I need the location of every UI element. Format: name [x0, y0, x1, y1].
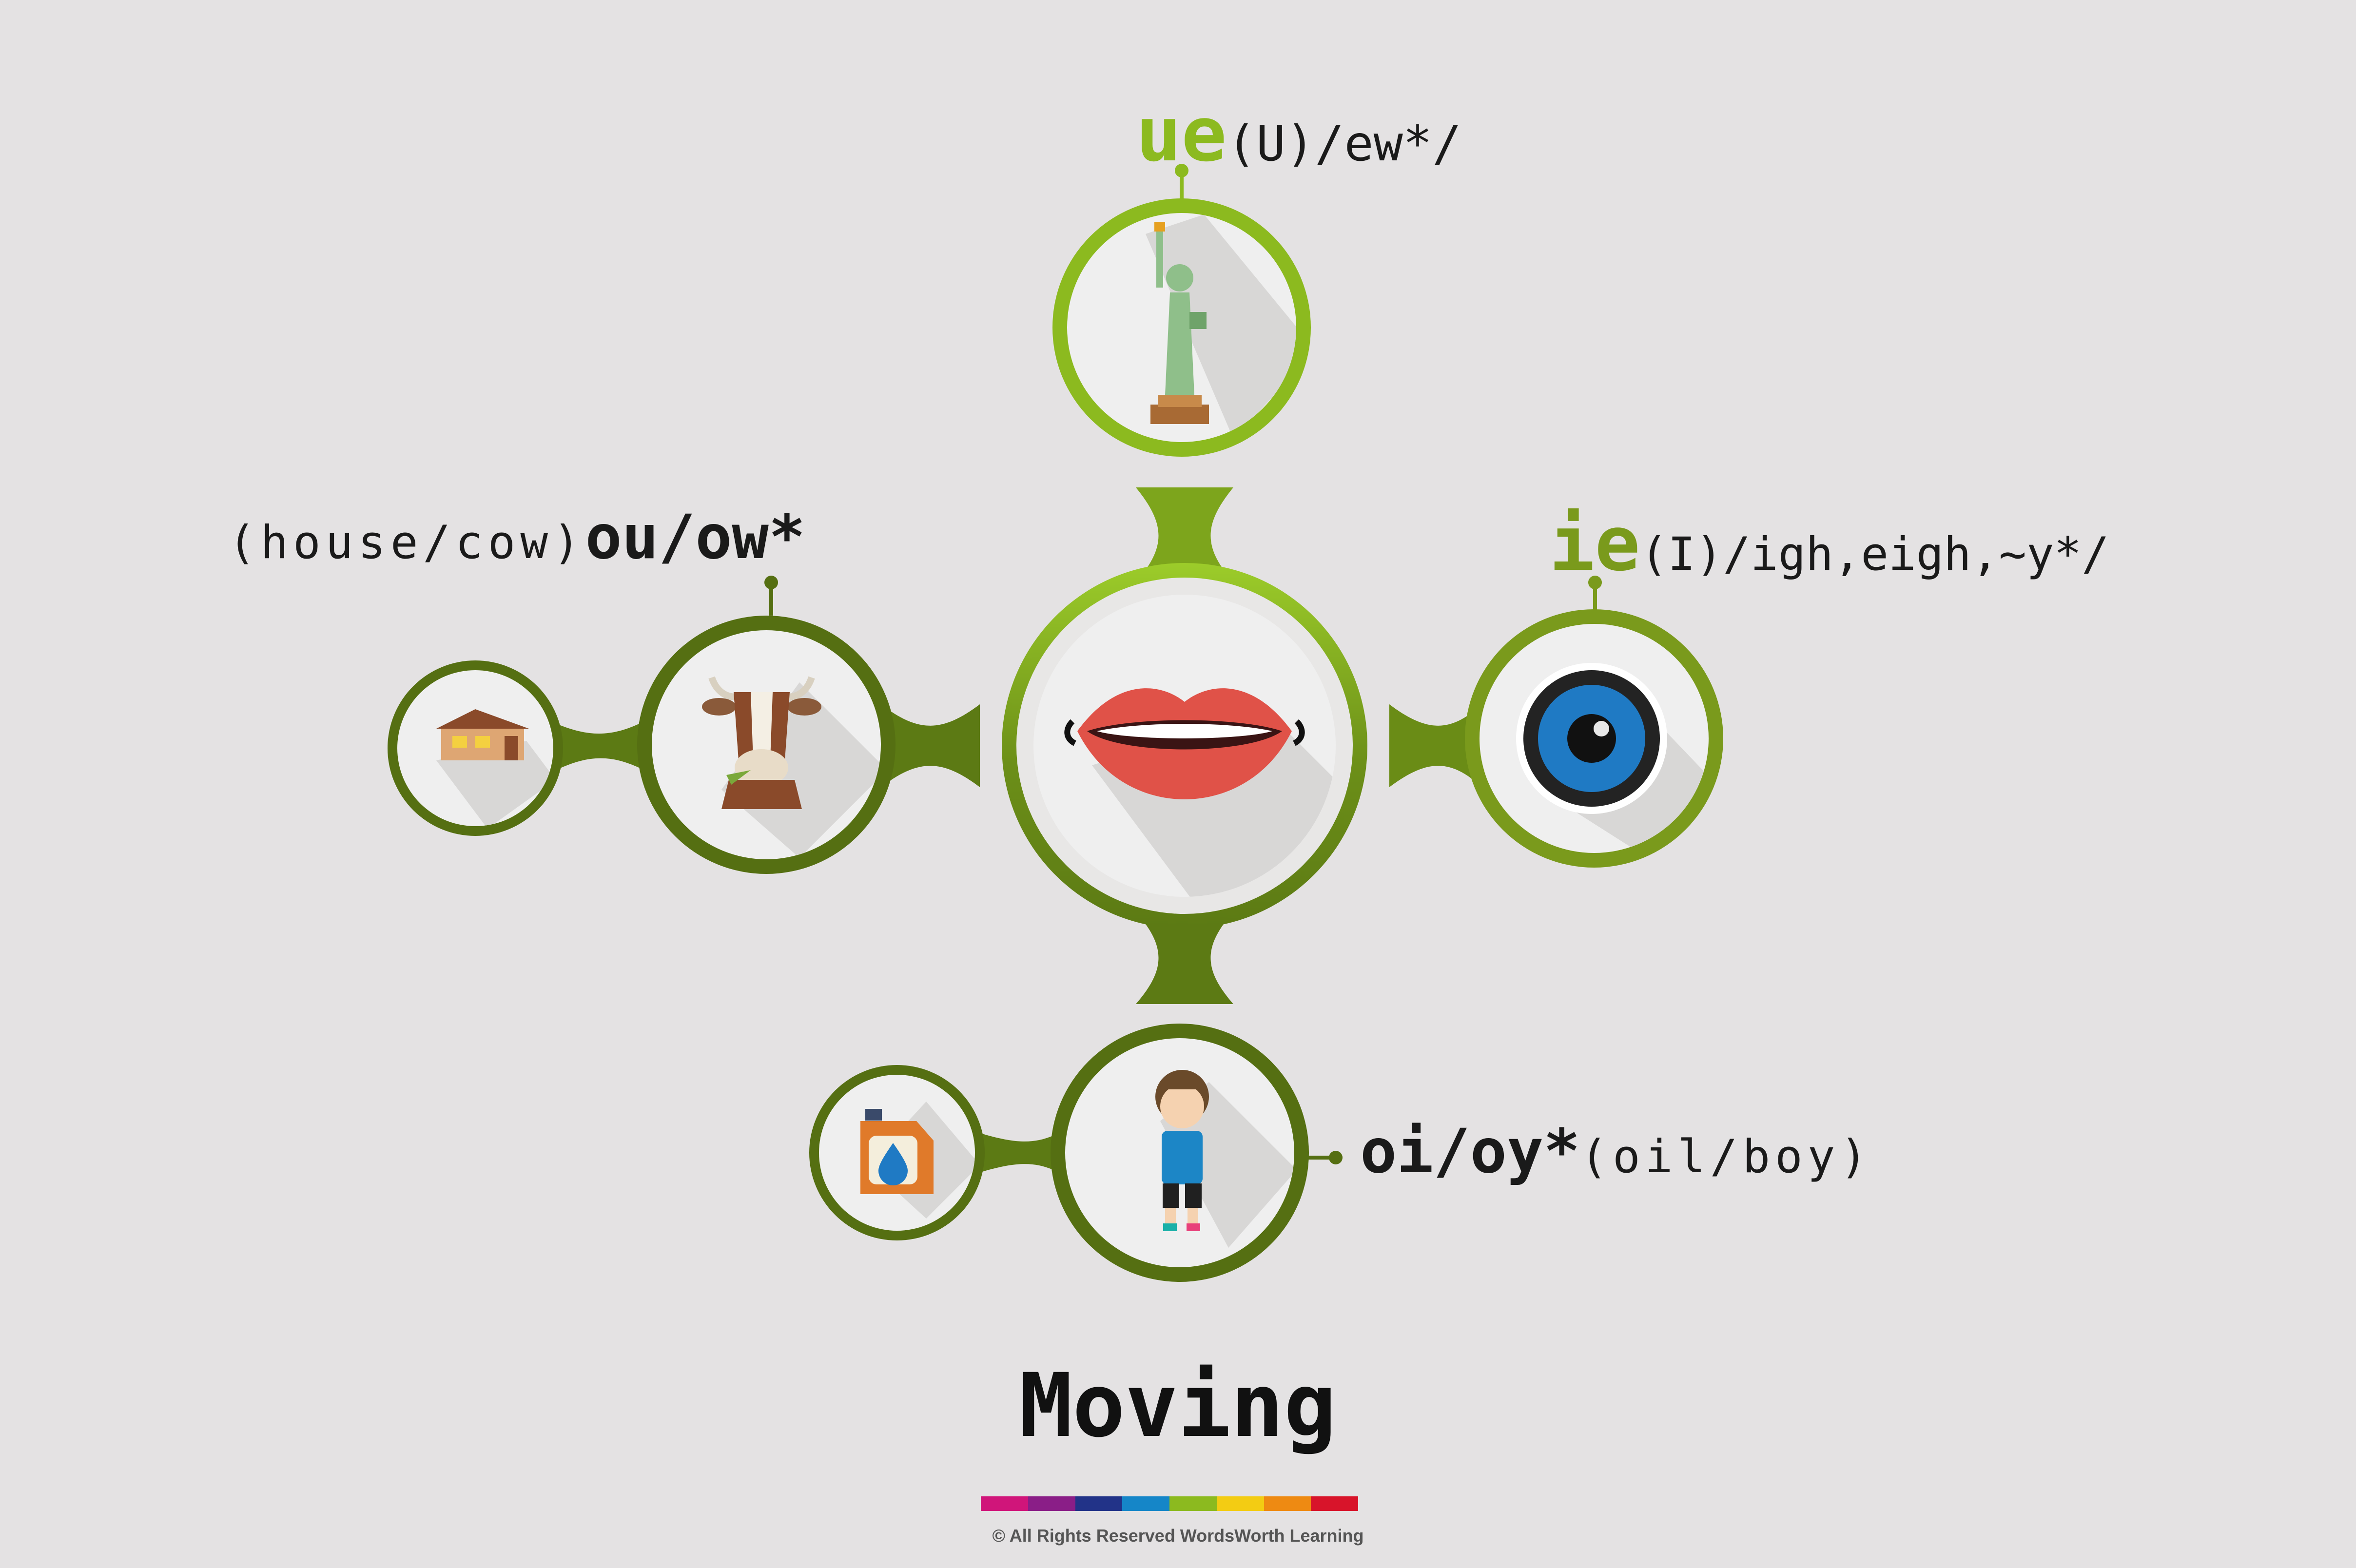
color-bar-segment — [981, 1496, 1028, 1511]
label-ou: (house/cow)ou/ow* — [228, 502, 805, 573]
color-bar-segment — [1075, 1496, 1123, 1511]
label-ie: ie(I)/igh,eigh,~y*/ — [1549, 500, 2109, 588]
bottom-inner-node — [1051, 1024, 1343, 1282]
label-oi: oi/oy*(oil/boy) — [1360, 1116, 1872, 1187]
grapheme-oi: oi/oy* — [1360, 1116, 1580, 1187]
color-bar-segment — [1264, 1496, 1311, 1511]
lips-icon — [1064, 688, 1305, 799]
left-outer-node — [388, 660, 563, 836]
label-ue: ue(U)/ew*/ — [1136, 90, 1461, 178]
diagram-title: Moving — [1019, 1355, 1337, 1457]
examples-ou: (house/cow) — [228, 516, 585, 569]
boy-icon — [1155, 1070, 1209, 1231]
color-bar-segment — [1122, 1496, 1169, 1511]
color-bar — [981, 1496, 1358, 1511]
color-bar-segment — [1311, 1496, 1358, 1511]
grapheme-ue: ue — [1136, 90, 1227, 178]
eye-icon — [1516, 663, 1667, 814]
grapheme-ou: ou/ow* — [585, 502, 806, 573]
color-bar-segment — [1028, 1496, 1075, 1511]
top-node — [1052, 164, 1311, 457]
oil-can-icon — [860, 1109, 934, 1194]
color-bar-segment — [1216, 1496, 1264, 1511]
house-icon — [436, 709, 529, 760]
bottom-outer-node — [809, 1065, 985, 1240]
right-node — [1465, 576, 1723, 868]
examples-oi: (oil/boy) — [1580, 1130, 1872, 1183]
copyright-text: © All Rights Reserved WordsWorth Learnin… — [992, 1526, 1364, 1546]
color-bar-segment — [1169, 1496, 1217, 1511]
statue-of-liberty-icon — [1150, 222, 1209, 424]
grapheme-ie: ie — [1549, 500, 1640, 588]
pattern-ue: (U)/ew*/ — [1227, 115, 1462, 172]
pattern-ie: (I)/igh,eigh,~y*/ — [1640, 528, 2109, 581]
cow-icon — [702, 676, 821, 809]
center-node — [1002, 563, 1367, 929]
left-inner-node — [637, 576, 896, 874]
